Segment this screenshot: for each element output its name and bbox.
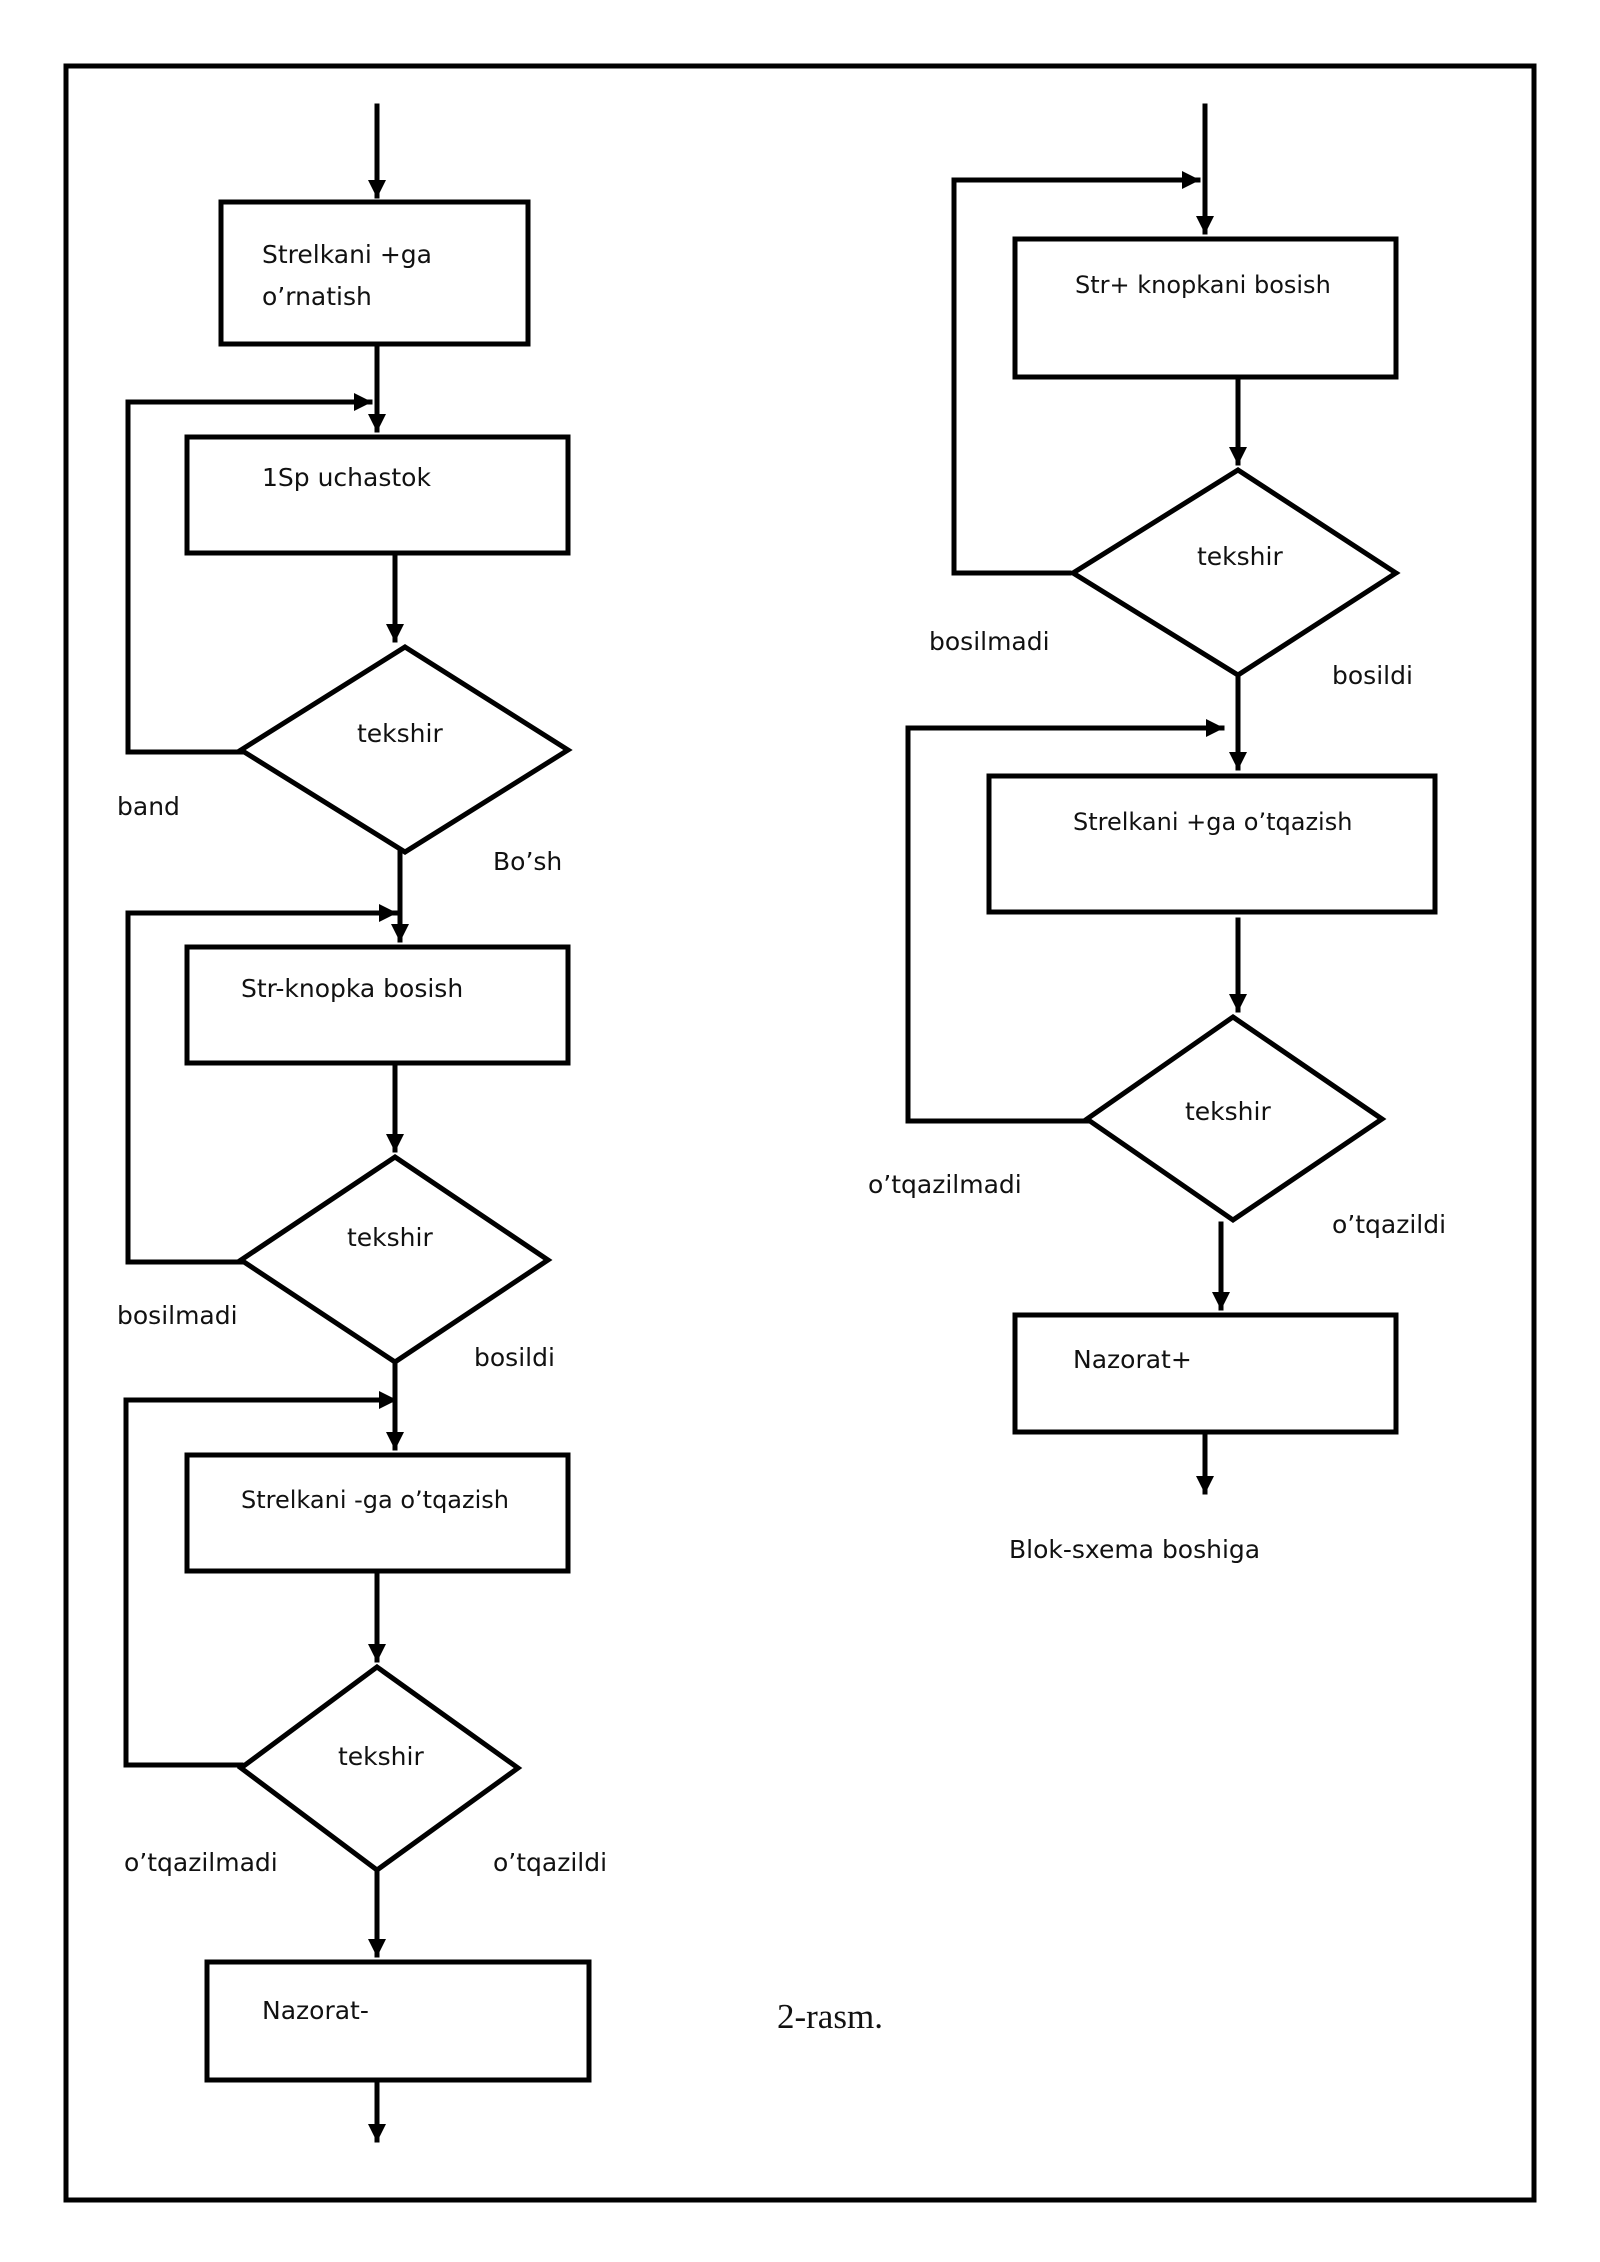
page-frame — [63, 63, 1537, 2203]
right-decision-2-yes-label: o’tqazildi — [1332, 1210, 1446, 1239]
left-box-1sp — [184, 434, 571, 556]
right-decision-2 — [1082, 1013, 1387, 1224]
left-decision-1-no-label: band — [117, 792, 180, 821]
left-decision-1 — [236, 644, 573, 855]
right-box-nazorat-plus — [1012, 1312, 1399, 1435]
right-box-nazorat-plus-label: Nazorat+ — [1073, 1345, 1192, 1374]
left-decision-1-label: tekshir — [357, 719, 443, 748]
left-box-str-knopka-label: Str-knopka bosish — [241, 974, 463, 1003]
figure-caption: 2-rasm. — [777, 1997, 883, 2036]
left-box-strelka-minus-label: Strelkani -ga o’tqazish — [241, 1486, 509, 1514]
left-box-nazorat-minus — [204, 1959, 592, 2083]
left-box-1sp-label: 1Sp uchastok — [262, 463, 431, 492]
left-decision-2-yes-label: bosildi — [474, 1343, 555, 1372]
left-decision-2 — [236, 1153, 553, 1366]
left-box-strelka-plus-line1: Strelkani +ga — [262, 240, 432, 269]
right-box-str-plus — [1012, 236, 1399, 380]
left-loop-2 — [125, 904, 398, 1265]
left-decision-3-label: tekshir — [338, 1742, 424, 1771]
left-box-strelka-plus — [218, 199, 531, 347]
left-decision-2-label: tekshir — [347, 1223, 433, 1252]
left-decision-2-no-label: bosilmadi — [117, 1301, 238, 1330]
left-decision-3-yes-label: o’tqazildi — [493, 1848, 607, 1877]
right-decision-1-yes-label: bosildi — [1332, 661, 1413, 690]
right-end-label: Blok-sxema boshiga — [1009, 1535, 1260, 1564]
left-loop-3 — [123, 1391, 398, 1768]
right-decision-1-label: tekshir — [1197, 542, 1283, 571]
right-loop-2 — [905, 719, 1225, 1124]
right-decision-1 — [1068, 467, 1401, 678]
left-decision-1-yes-label: Bo’sh — [493, 847, 562, 876]
left-box-nazorat-minus-label: Nazorat- — [262, 1996, 369, 2025]
right-box-strelka-plus-label: Strelkani +ga o’tqazish — [1073, 808, 1352, 836]
left-box-str-knopka — [184, 944, 571, 1066]
left-loop-1 — [125, 393, 373, 755]
left-box-strelka-plus-line2: o’rnatish — [262, 282, 372, 311]
left-decision-3-no-label: o’tqazilmadi — [124, 1848, 278, 1877]
right-decision-2-no-label: o’tqazilmadi — [868, 1170, 1022, 1199]
right-box-str-plus-label: Str+ knopkani bosish — [1075, 271, 1331, 299]
right-loop-1 — [951, 171, 1201, 576]
right-box-strelka-plus — [986, 773, 1438, 915]
right-decision-2-label: tekshir — [1185, 1097, 1271, 1126]
right-decision-1-no-label: bosilmadi — [929, 627, 1050, 656]
